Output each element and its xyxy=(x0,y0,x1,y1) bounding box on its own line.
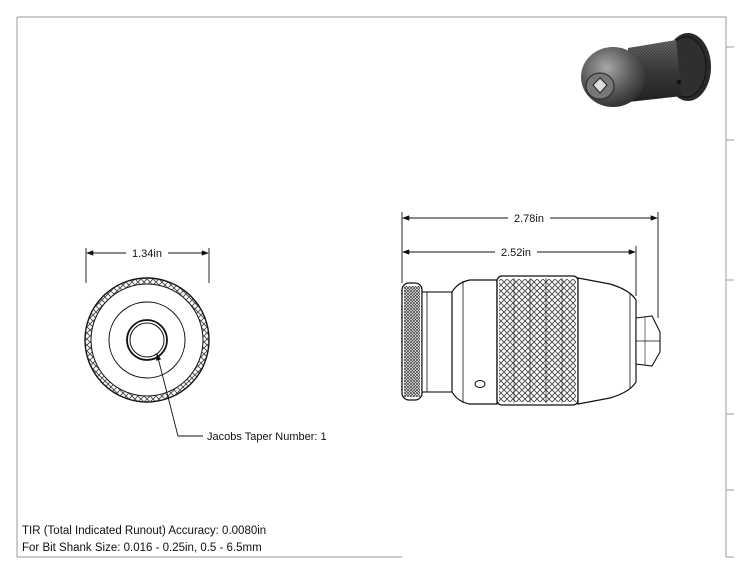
body-length-label: 2.52in xyxy=(501,247,531,259)
front-diameter-label: 1.34in xyxy=(132,248,162,260)
taper-leader xyxy=(155,353,203,437)
drawing-notes: TIR (Total Indicated Runout) Accuracy: 0… xyxy=(22,523,266,557)
tir-note: TIR (Total Indicated Runout) Accuracy: 0… xyxy=(22,525,267,537)
overall-length-label: 2.78in xyxy=(514,213,544,225)
side-view xyxy=(401,275,661,406)
overall-length-dimension xyxy=(401,212,659,318)
front-diameter-dimension xyxy=(85,248,210,283)
sheet-border xyxy=(16,16,727,558)
front-view xyxy=(84,277,210,403)
taper-callout: Jacobs Taper Number: 1 xyxy=(207,431,327,443)
shank-size-note: For Bit Shank Size: 0.016 - 0.25in, 0.5 … xyxy=(22,542,262,554)
title-block-stubs xyxy=(726,46,734,558)
body-length-dimension xyxy=(402,246,637,296)
isometric-chuck-preview xyxy=(581,33,711,107)
